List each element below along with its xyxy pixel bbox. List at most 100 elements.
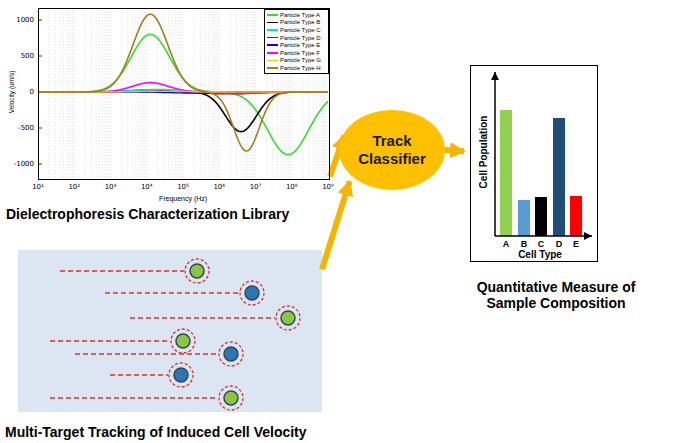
legend-text: Particle Type B: [280, 19, 320, 25]
grid-line: [253, 8, 254, 180]
grid-line: [177, 8, 178, 180]
tracking-ring: [169, 363, 193, 387]
legend-row: Particle Type F: [267, 49, 326, 57]
grid-line: [72, 8, 73, 180]
grid-line: [96, 8, 97, 180]
grid-line: [48, 8, 49, 180]
grid-line: [146, 8, 147, 180]
category-label: E: [573, 240, 579, 249]
grid-line: [183, 8, 184, 180]
grid-line: [172, 8, 173, 180]
y-tick-label: -1000: [14, 161, 34, 168]
legend-row: Particle Type E: [267, 41, 326, 49]
legend-text: Particle Type E: [280, 42, 320, 48]
tracking-background: [18, 250, 322, 412]
population-bar: [553, 118, 565, 236]
x-tick-label: 10⁸: [286, 184, 298, 191]
population-bar: [535, 197, 547, 236]
legend-text: Particle Type H: [280, 65, 321, 71]
tracking-ring: [185, 259, 209, 283]
panel-caption: Multi-Target Tracking of Induced Cell Ve…: [5, 424, 307, 440]
track-line: [50, 397, 218, 398]
grid-line: [132, 8, 133, 180]
cell: [190, 264, 204, 278]
grid-line: [91, 8, 92, 180]
legend-line-sample: [267, 52, 278, 54]
grid-line: [106, 8, 107, 180]
cell: [176, 334, 190, 348]
grid-line: [145, 8, 146, 180]
axis-title: Cell Population: [479, 116, 489, 189]
legend-line-sample: [267, 44, 278, 46]
x-tick-label: 10¹: [32, 184, 44, 191]
cell: [281, 311, 295, 325]
grid-line: [127, 8, 128, 180]
axis-title: Velocity (um/s): [9, 71, 16, 114]
grid-line: [143, 8, 144, 180]
y-axis: [494, 72, 496, 236]
cell: [224, 347, 238, 361]
classifier-ellipse: Track Classifier: [339, 110, 445, 190]
velocity-curve: [38, 90, 328, 132]
legend-row: Particle Type H: [267, 64, 326, 72]
tracking-ring: [219, 342, 243, 366]
legend-text: Particle Type F: [280, 50, 320, 56]
category-label: C: [538, 240, 545, 249]
legend-row: Particle Type A: [267, 11, 326, 19]
grid-line: [102, 8, 103, 180]
tracking-ring: [276, 306, 300, 330]
bar-chart-box: Quantitative Measure of Sample Compositi…: [470, 65, 598, 262]
legend-text: Particle Type D: [280, 35, 321, 41]
x-tick-label: 10⁷: [250, 184, 262, 191]
population-bar: [500, 110, 512, 236]
grid-line: [157, 8, 158, 180]
grid-line: [55, 8, 56, 180]
grid-line: [174, 8, 175, 180]
legend-row: Particle Type B: [267, 19, 326, 27]
grid-line: [135, 8, 136, 180]
cell: [224, 391, 238, 405]
axis-title: Cell Type: [518, 250, 562, 260]
y-tick-label: 500: [21, 53, 34, 60]
legend-line-sample: [267, 67, 278, 69]
x-tick-label: 10⁴: [141, 184, 153, 191]
node-label: Track Classifier: [352, 132, 432, 168]
legend-text: Particle Type G: [280, 57, 321, 63]
tracking-ring: [219, 386, 243, 410]
category-label: B: [521, 240, 528, 249]
grid-line: [74, 8, 75, 180]
grid-line: [141, 8, 142, 180]
grid-line: [168, 8, 169, 180]
ellipse-fill: [339, 110, 445, 190]
flow-arrow: [445, 150, 464, 151]
y-tick-label: 0: [30, 89, 34, 96]
legend-row: Particle Type G: [267, 57, 326, 65]
cell: [174, 368, 188, 382]
legend-line-sample: [267, 37, 278, 39]
track-line: [50, 340, 170, 341]
x-tick-label: 10⁵: [177, 184, 189, 191]
x-tick-label: 10⁹: [322, 184, 334, 191]
tracking-ring: [240, 281, 264, 305]
x-tick-label: 10³: [105, 184, 117, 191]
grid-line: [70, 8, 71, 180]
legend-row: Particle Type D: [267, 34, 326, 42]
population-bar: [570, 196, 582, 236]
population-bar: [518, 200, 530, 236]
panel-caption: Dielectrophoresis Characterization Libra…: [6, 206, 289, 222]
legend-line-sample: [267, 60, 278, 62]
flow-arrow: [322, 181, 350, 269]
category-label: A: [503, 240, 510, 249]
track-line: [105, 292, 239, 293]
tracking-panel: Multi-Target Tracking of Induced Cell Ve…: [18, 250, 322, 412]
grid-line: [255, 8, 256, 180]
tracking-ring: [171, 329, 195, 353]
grid-line: [179, 8, 180, 180]
grid-line: [59, 8, 60, 180]
grid-line: [68, 8, 69, 180]
grid-line: [99, 8, 100, 180]
y-tick-label: -500: [18, 125, 34, 132]
legend-line-sample: [267, 22, 278, 24]
legend-text: Particle Type C: [280, 27, 321, 33]
legend-box: Particle Type AParticle Type B Particle T…: [264, 9, 329, 74]
